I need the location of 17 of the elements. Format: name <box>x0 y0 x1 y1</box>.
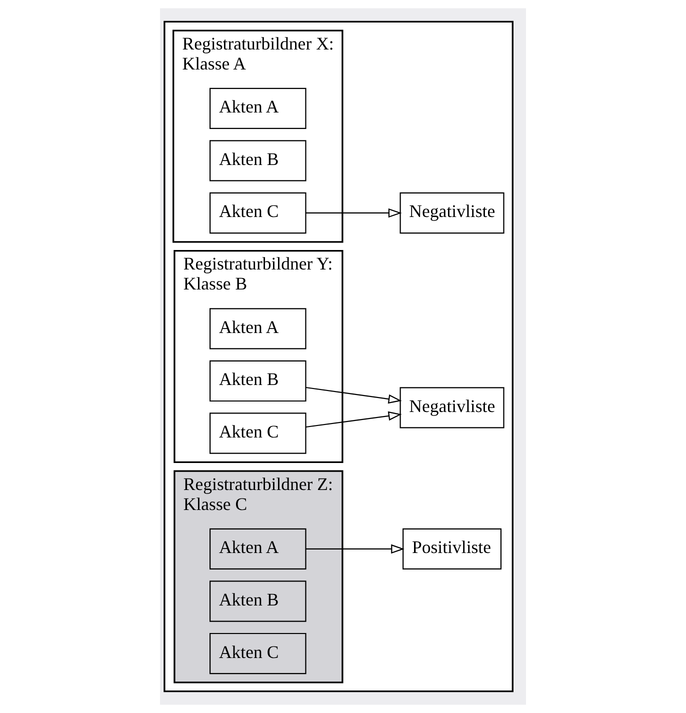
arrow <box>306 544 404 554</box>
arrow <box>306 411 402 428</box>
node-box: Akten B <box>210 360 306 402</box>
arrow <box>306 386 402 404</box>
node-box: Negativliste <box>400 192 504 234</box>
node-box: Akten C <box>210 412 306 454</box>
node-box: Akten B <box>210 140 306 182</box>
arrow <box>306 208 402 218</box>
node-box: Akten A <box>210 528 306 570</box>
node-box: Akten C <box>210 192 306 234</box>
node-box: Akten A <box>210 88 306 129</box>
cluster <box>164 20 514 692</box>
node-box: Akten A <box>210 308 306 350</box>
node-box: Akten C <box>210 632 306 674</box>
node-box: Positivliste <box>402 528 502 570</box>
node-box: Negativliste <box>400 387 504 428</box>
node-box: Akten B <box>210 580 306 622</box>
